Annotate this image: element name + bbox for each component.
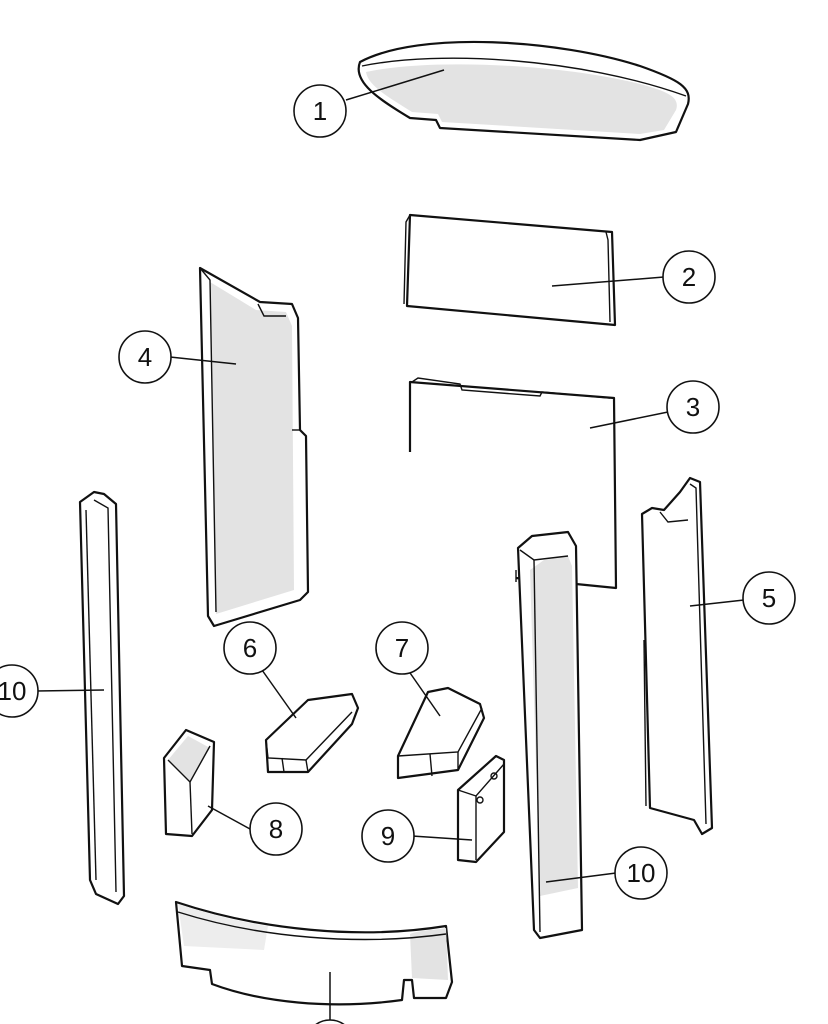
part-5-right-panel xyxy=(640,476,714,836)
callout-10-left: 10 xyxy=(0,664,39,718)
callout-5: 5 xyxy=(742,571,796,625)
part-10-center-strip xyxy=(516,530,584,940)
part-11-front-arch xyxy=(174,900,454,1006)
callout-10-left-label: 10 xyxy=(0,676,26,706)
part-10-left-strip xyxy=(78,490,126,906)
callout-10-right-label: 10 xyxy=(627,858,656,888)
part-2-back-brick xyxy=(403,213,617,327)
callout-4: 4 xyxy=(118,330,172,384)
callout-bottom-partial xyxy=(315,1019,345,1024)
callout-2-label: 2 xyxy=(682,262,696,292)
callout-1-label: 1 xyxy=(313,96,327,126)
callout-4-label: 4 xyxy=(138,342,152,372)
callout-6: 6 xyxy=(223,621,277,675)
callout-9-label: 9 xyxy=(381,821,395,851)
callout-7-label: 7 xyxy=(395,633,409,663)
part-9-small-plate xyxy=(456,754,506,864)
callout-10-right: 10 xyxy=(614,846,668,900)
callout-2: 2 xyxy=(662,250,716,304)
leader-lines xyxy=(35,69,745,1022)
part-3-back-panel xyxy=(408,377,618,590)
callout-1: 1 xyxy=(293,84,347,138)
callout-3: 3 xyxy=(666,380,720,434)
callout-7: 7 xyxy=(375,621,429,675)
callout-9: 9 xyxy=(361,809,415,863)
callout-6-label: 6 xyxy=(243,633,257,663)
part-6-small-block xyxy=(264,692,360,774)
part-7-small-block xyxy=(396,686,486,780)
callout-3-label: 3 xyxy=(686,392,700,422)
callout-5-label: 5 xyxy=(762,583,776,613)
part-1-top-baffle xyxy=(357,40,690,142)
callout-8: 8 xyxy=(249,802,303,856)
part-8-wedge-block xyxy=(162,728,216,838)
callout-8-label: 8 xyxy=(269,814,283,844)
part-4-left-panel xyxy=(198,266,310,628)
